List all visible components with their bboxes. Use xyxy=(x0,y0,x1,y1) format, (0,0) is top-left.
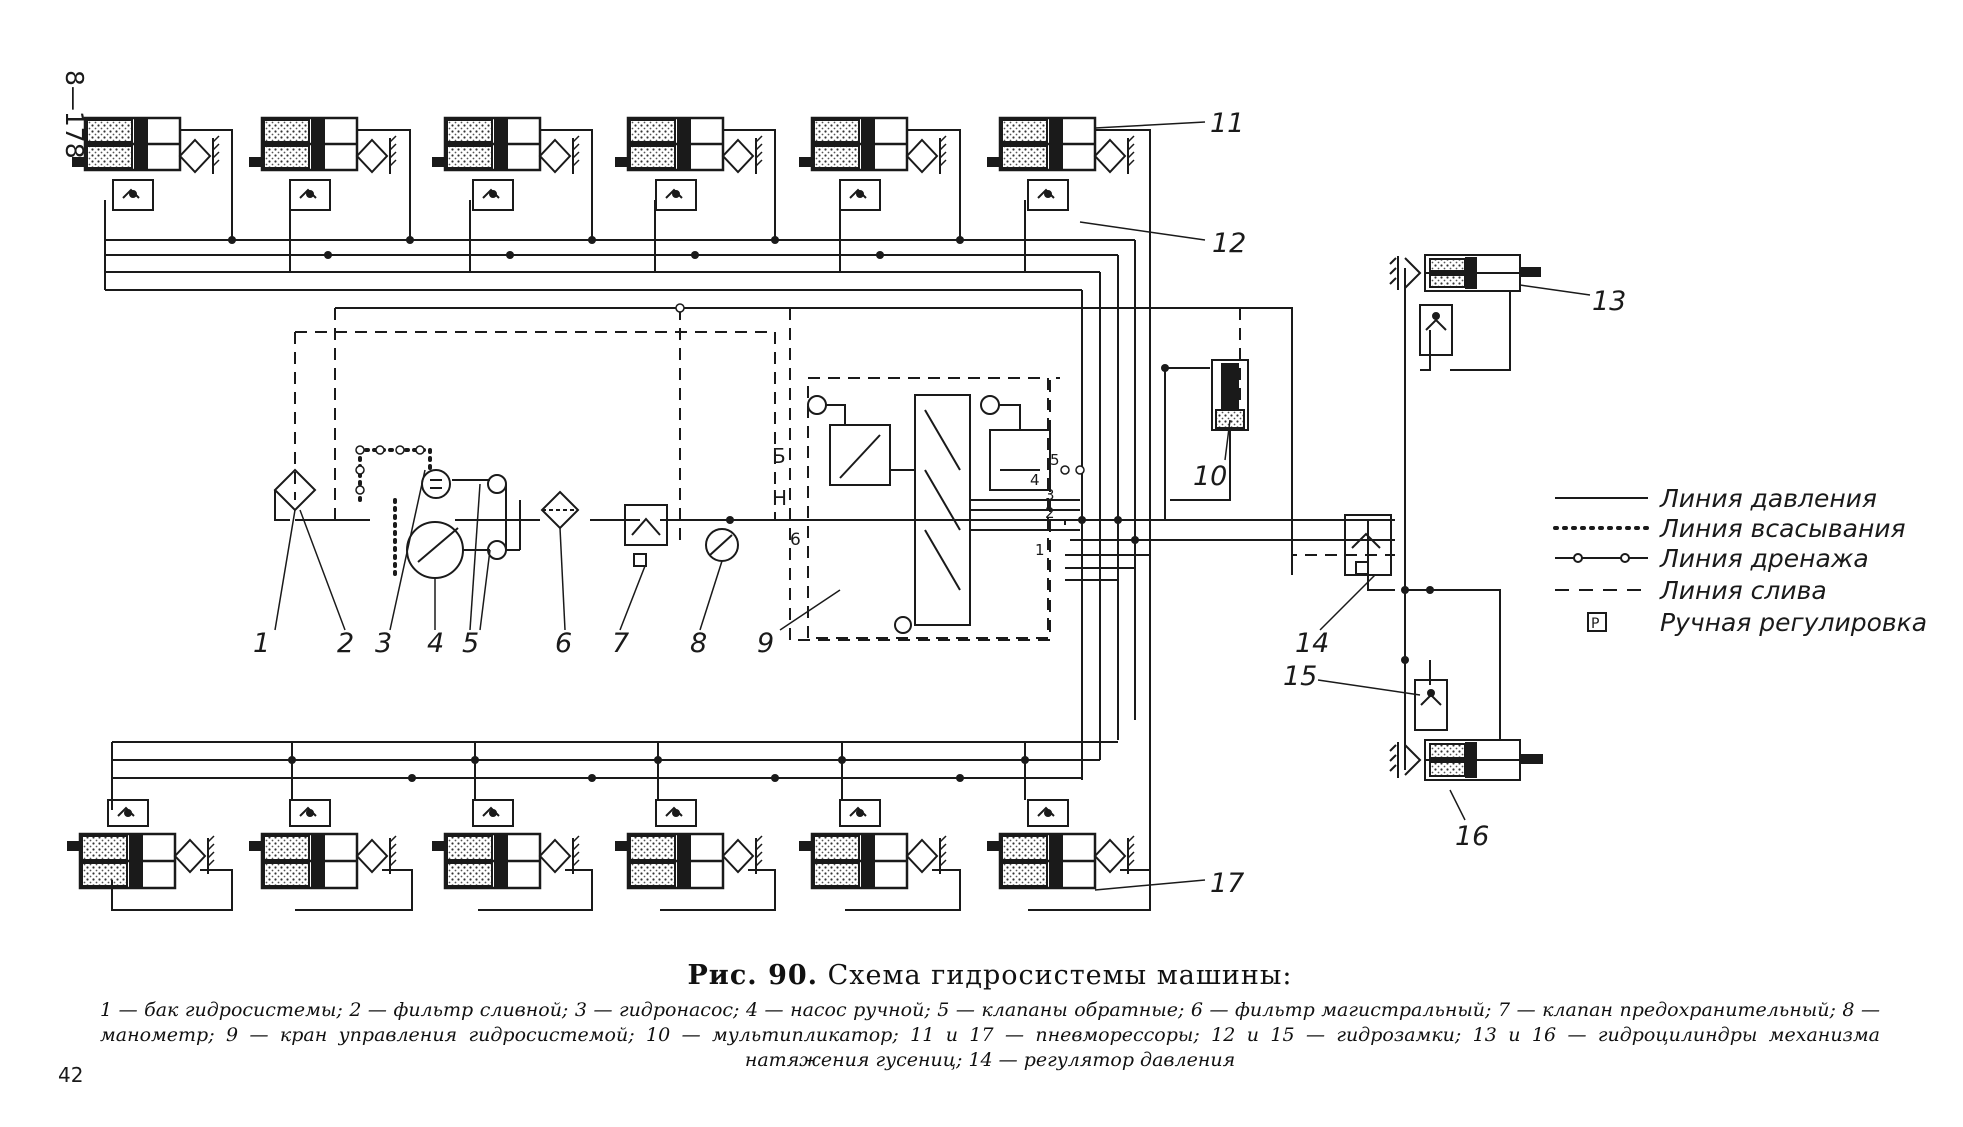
callout-4: 4 xyxy=(427,628,444,659)
callout-11: 11 xyxy=(1210,108,1244,139)
callout-8: 8 xyxy=(690,628,707,659)
leader-lines xyxy=(274,121,1591,891)
legend-return-label: Линия слива xyxy=(1659,576,1827,605)
legend-manual-label: Ручная регулировка xyxy=(1660,608,1927,637)
line-legend-labels: Линия давления Линия всасывания Линия др… xyxy=(1591,484,1927,637)
callout-13: 13 xyxy=(1592,286,1626,317)
callout-9: 9 xyxy=(757,628,774,659)
page-mark: 42 xyxy=(58,1063,83,1087)
legend-drain-label: Линия дренажа xyxy=(1659,544,1869,573)
port-3: 3 xyxy=(1045,486,1055,504)
callout-numbers: 1 2 3 4 5 6 7 8 9 10 11 12 13 14 15 16 1… xyxy=(253,108,1626,899)
callout-1: 1 xyxy=(253,628,270,659)
lower-junction-dots xyxy=(288,756,1029,782)
side-mark: 8—178 xyxy=(60,70,89,159)
figure-title-text: Схема гидросистемы машины: xyxy=(827,960,1293,991)
figure-legend-text: 1 — бак гидросистемы; 2 — фильтр сливной… xyxy=(100,999,1880,1071)
callout-16: 16 xyxy=(1455,821,1489,852)
port-6: 6 xyxy=(790,530,801,550)
central-lines xyxy=(273,240,1543,910)
figure-number: Рис. 90. xyxy=(687,960,819,991)
callout-6: 6 xyxy=(555,628,572,659)
callout-2: 2 xyxy=(337,628,354,659)
callout-12: 12 xyxy=(1212,228,1246,259)
port-2: 2 xyxy=(1045,504,1055,522)
port-5: 5 xyxy=(1050,451,1060,469)
callout-7: 7 xyxy=(612,628,629,659)
lower-spring-row xyxy=(66,741,1151,911)
port-4: 4 xyxy=(1030,471,1040,489)
line-legend xyxy=(1553,497,1650,632)
upper-spring-row xyxy=(71,116,1151,291)
figure-title: Рис. 90. Схема гидросистемы машины: xyxy=(60,960,1920,991)
legend-manual-symbol: Р xyxy=(1591,616,1599,632)
port-b: Б xyxy=(772,444,786,468)
legend-suction-label: Линия всасывания xyxy=(1659,514,1906,543)
port-1: 1 xyxy=(1035,541,1045,559)
callout-14: 14 xyxy=(1295,628,1329,659)
upper-junction-dots xyxy=(228,236,964,259)
callout-17: 17 xyxy=(1210,868,1244,899)
valve-port-labels: Б Н 6 5 4 3 2 1 xyxy=(772,444,1060,559)
legend-pressure-label: Линия давления xyxy=(1659,484,1877,513)
callout-15: 15 xyxy=(1283,661,1317,692)
callout-3: 3 xyxy=(375,628,392,659)
drain-circles xyxy=(355,303,1085,495)
port-n: Н xyxy=(772,486,787,510)
central-dots xyxy=(726,364,1434,664)
callout-10: 10 xyxy=(1193,461,1227,492)
callout-5: 5 xyxy=(462,628,479,659)
